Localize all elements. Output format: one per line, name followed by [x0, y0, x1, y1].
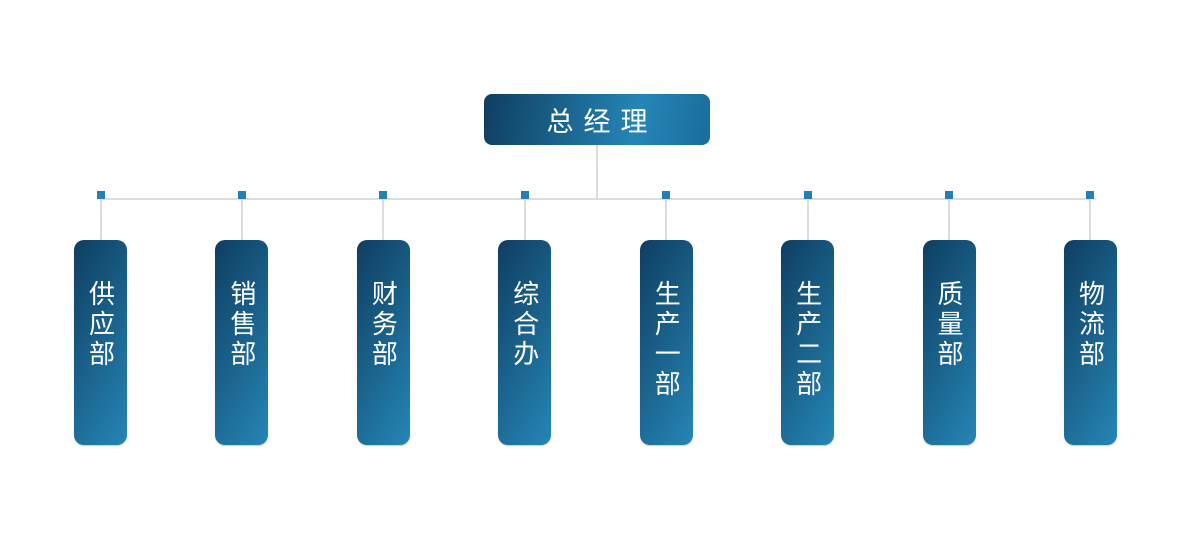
dept-column: 生产一部 — [639, 191, 693, 445]
dept-node: 销售部 — [215, 240, 269, 445]
dept-node: 物流部 — [1063, 240, 1117, 445]
dept-node: 生产一部 — [639, 240, 693, 445]
dept-column: 财务部 — [356, 191, 410, 445]
dept-label: 生产一部 — [651, 280, 682, 400]
dept-connector-stem — [665, 199, 668, 240]
dept-node: 财务部 — [356, 240, 410, 445]
dept-column: 供应部 — [74, 191, 127, 445]
junction-square — [945, 191, 954, 199]
dept-connector-stem — [99, 199, 102, 240]
dept-connector-stem — [382, 199, 385, 240]
departments-row: 供应部 销售部 财务部 综合办 — [74, 191, 1117, 445]
dept-column: 质量部 — [922, 191, 976, 445]
junction-square — [379, 191, 388, 199]
dept-label: 供应部 — [85, 280, 116, 370]
dept-label: 物流部 — [1075, 280, 1106, 370]
dept-column: 生产二部 — [781, 191, 835, 445]
dept-label: 综合办 — [509, 280, 540, 370]
dept-node: 综合办 — [498, 240, 552, 445]
root-node-label: 总经理 — [546, 107, 658, 137]
dept-connector-stem — [806, 199, 809, 240]
junction-square — [662, 191, 671, 199]
junction-square — [237, 191, 246, 199]
dept-column: 综合办 — [498, 191, 552, 445]
dept-label: 财务部 — [368, 280, 399, 370]
dept-node: 生产二部 — [781, 240, 835, 445]
root-node: 总经理 — [484, 94, 710, 145]
dept-connector-stem — [948, 199, 951, 240]
dept-column: 销售部 — [215, 191, 269, 445]
junction-square — [803, 191, 812, 199]
connector-horizontal-line — [101, 198, 1090, 200]
dept-node: 供应部 — [74, 240, 127, 445]
dept-connector-stem — [240, 199, 243, 240]
root-connector-stem — [596, 145, 598, 199]
dept-column: 物流部 — [1063, 191, 1117, 445]
dept-label: 生产二部 — [792, 280, 823, 400]
junction-square — [520, 191, 529, 199]
junction-square — [96, 191, 105, 199]
dept-label: 销售部 — [226, 280, 257, 370]
dept-connector-stem — [1089, 199, 1092, 240]
junction-square — [1086, 191, 1095, 199]
dept-label: 质量部 — [934, 280, 965, 370]
dept-node: 质量部 — [922, 240, 976, 445]
dept-connector-stem — [523, 199, 526, 240]
